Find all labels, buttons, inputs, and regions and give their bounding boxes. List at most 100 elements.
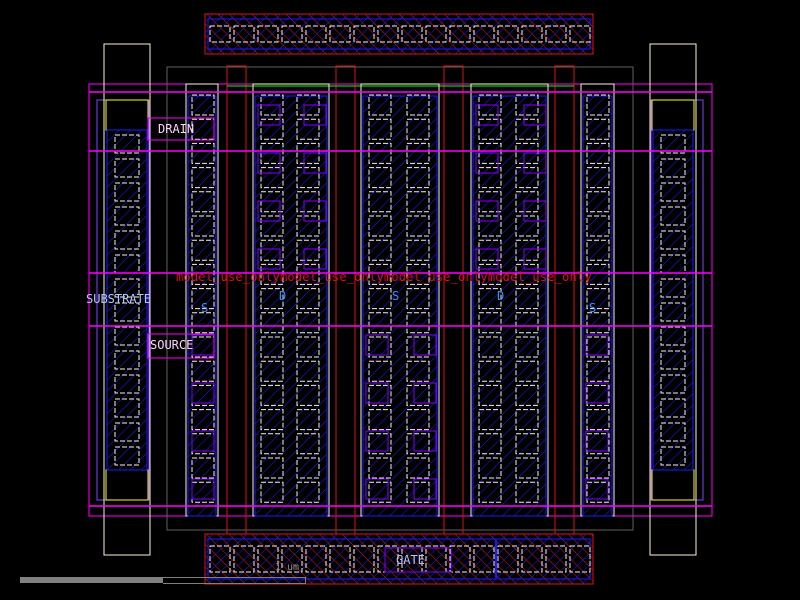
via — [257, 200, 281, 222]
diffusion-contact — [515, 263, 539, 285]
diffusion-contact — [406, 288, 430, 310]
diffusion-contact — [515, 312, 539, 334]
pin-label-substrate[interactable]: SUBSTRATE — [86, 292, 152, 306]
gate-contact — [521, 25, 543, 43]
substrate-contact — [114, 278, 140, 298]
diffusion-contact — [478, 457, 502, 479]
gate-contact — [473, 545, 495, 573]
substrate-tap-0 — [103, 43, 151, 556]
diffusion-contact — [368, 263, 392, 285]
diffusion-contact — [478, 263, 502, 285]
diffusion-contact — [515, 191, 539, 213]
diffusion-contact — [296, 336, 320, 358]
via — [257, 248, 281, 270]
substrate-contact — [114, 446, 140, 466]
diffusion-contact — [191, 312, 215, 334]
diffusion-contact — [586, 384, 610, 406]
diffusion-contact — [260, 336, 284, 358]
via — [523, 248, 547, 270]
diffusion-contact — [586, 360, 610, 382]
substrate-contact — [660, 182, 686, 202]
pin-label-gate[interactable]: GATE — [396, 553, 425, 567]
gate-contact — [257, 25, 279, 43]
diffusion-contact — [368, 94, 392, 116]
via — [523, 152, 547, 174]
via — [303, 104, 327, 126]
gate-bar-hatch-1 — [205, 534, 593, 584]
diffusion-contact — [296, 384, 320, 406]
diffusion-contact — [586, 239, 610, 261]
gate-contact — [329, 545, 351, 573]
diffusion-contact — [478, 384, 502, 406]
gate-contact — [497, 545, 519, 573]
terminal-label-d2: D — [497, 289, 505, 303]
diffusion-contact — [515, 433, 539, 455]
diffusion-contact — [586, 94, 610, 116]
diffusion-contact — [260, 288, 284, 310]
gate-contact — [545, 545, 567, 573]
via — [475, 104, 499, 126]
diffusion-contact — [368, 409, 392, 431]
gate-contact — [209, 25, 231, 43]
diffusion-contact — [586, 215, 610, 237]
implant-bottom-0 — [105, 469, 149, 501]
diffusion-contact — [406, 263, 430, 285]
substrate-contact — [660, 446, 686, 466]
diffusion-contact — [191, 94, 215, 116]
diffusion-contact — [478, 312, 502, 334]
diffusion-contact — [515, 288, 539, 310]
diffusion-contact — [296, 167, 320, 189]
substrate-contact — [660, 422, 686, 442]
diffusion-contact — [586, 142, 610, 164]
via — [365, 334, 389, 356]
diffusion-4 — [582, 95, 613, 517]
diffusion-contact — [406, 118, 430, 140]
diffusion-contact — [586, 409, 610, 431]
substrate-contact — [114, 350, 140, 370]
diffusion-contact — [260, 191, 284, 213]
diffusion-contact — [478, 167, 502, 189]
via — [585, 478, 609, 500]
via — [191, 382, 215, 404]
diffusion-contact — [586, 481, 610, 503]
diffusion-contact — [515, 409, 539, 431]
substrate-contact — [660, 350, 686, 370]
substrate-contact — [114, 374, 140, 394]
diffusion-contact — [191, 167, 215, 189]
gate-contact — [569, 545, 591, 573]
diffusion-contact — [586, 457, 610, 479]
substrate-contact — [660, 326, 686, 346]
via — [365, 478, 389, 500]
diffusion-contact — [296, 409, 320, 431]
gate-contact — [233, 545, 255, 573]
diffusion-contact — [586, 433, 610, 455]
diffusion-contact — [406, 94, 430, 116]
diffusion-contact — [296, 118, 320, 140]
diffusion-contact — [296, 360, 320, 382]
gate-contact — [281, 545, 303, 573]
pin-label-source[interactable]: SOURCE — [150, 338, 194, 352]
gate-finger-0 — [226, 65, 247, 535]
diffusion-contact — [368, 167, 392, 189]
via — [257, 152, 281, 174]
diffusion-contact — [515, 215, 539, 237]
pin-label-drain[interactable]: DRAIN — [158, 122, 195, 136]
gate-contact — [353, 545, 375, 573]
substrate-contact — [660, 302, 686, 322]
diffusion-contact — [191, 263, 215, 285]
implant-bottom-1 — [651, 469, 695, 501]
substrate-contact — [660, 374, 686, 394]
gate-bar-hatch-0 — [205, 14, 593, 54]
diffusion-contact — [296, 263, 320, 285]
diffusion-contact — [368, 142, 392, 164]
substrate-contact — [660, 158, 686, 178]
substrate-contact — [114, 158, 140, 178]
diffusion-contact — [191, 239, 215, 261]
via — [303, 152, 327, 174]
via — [257, 104, 281, 126]
diffusion-contact — [478, 215, 502, 237]
via — [413, 430, 437, 452]
diffusion-contact — [515, 457, 539, 479]
